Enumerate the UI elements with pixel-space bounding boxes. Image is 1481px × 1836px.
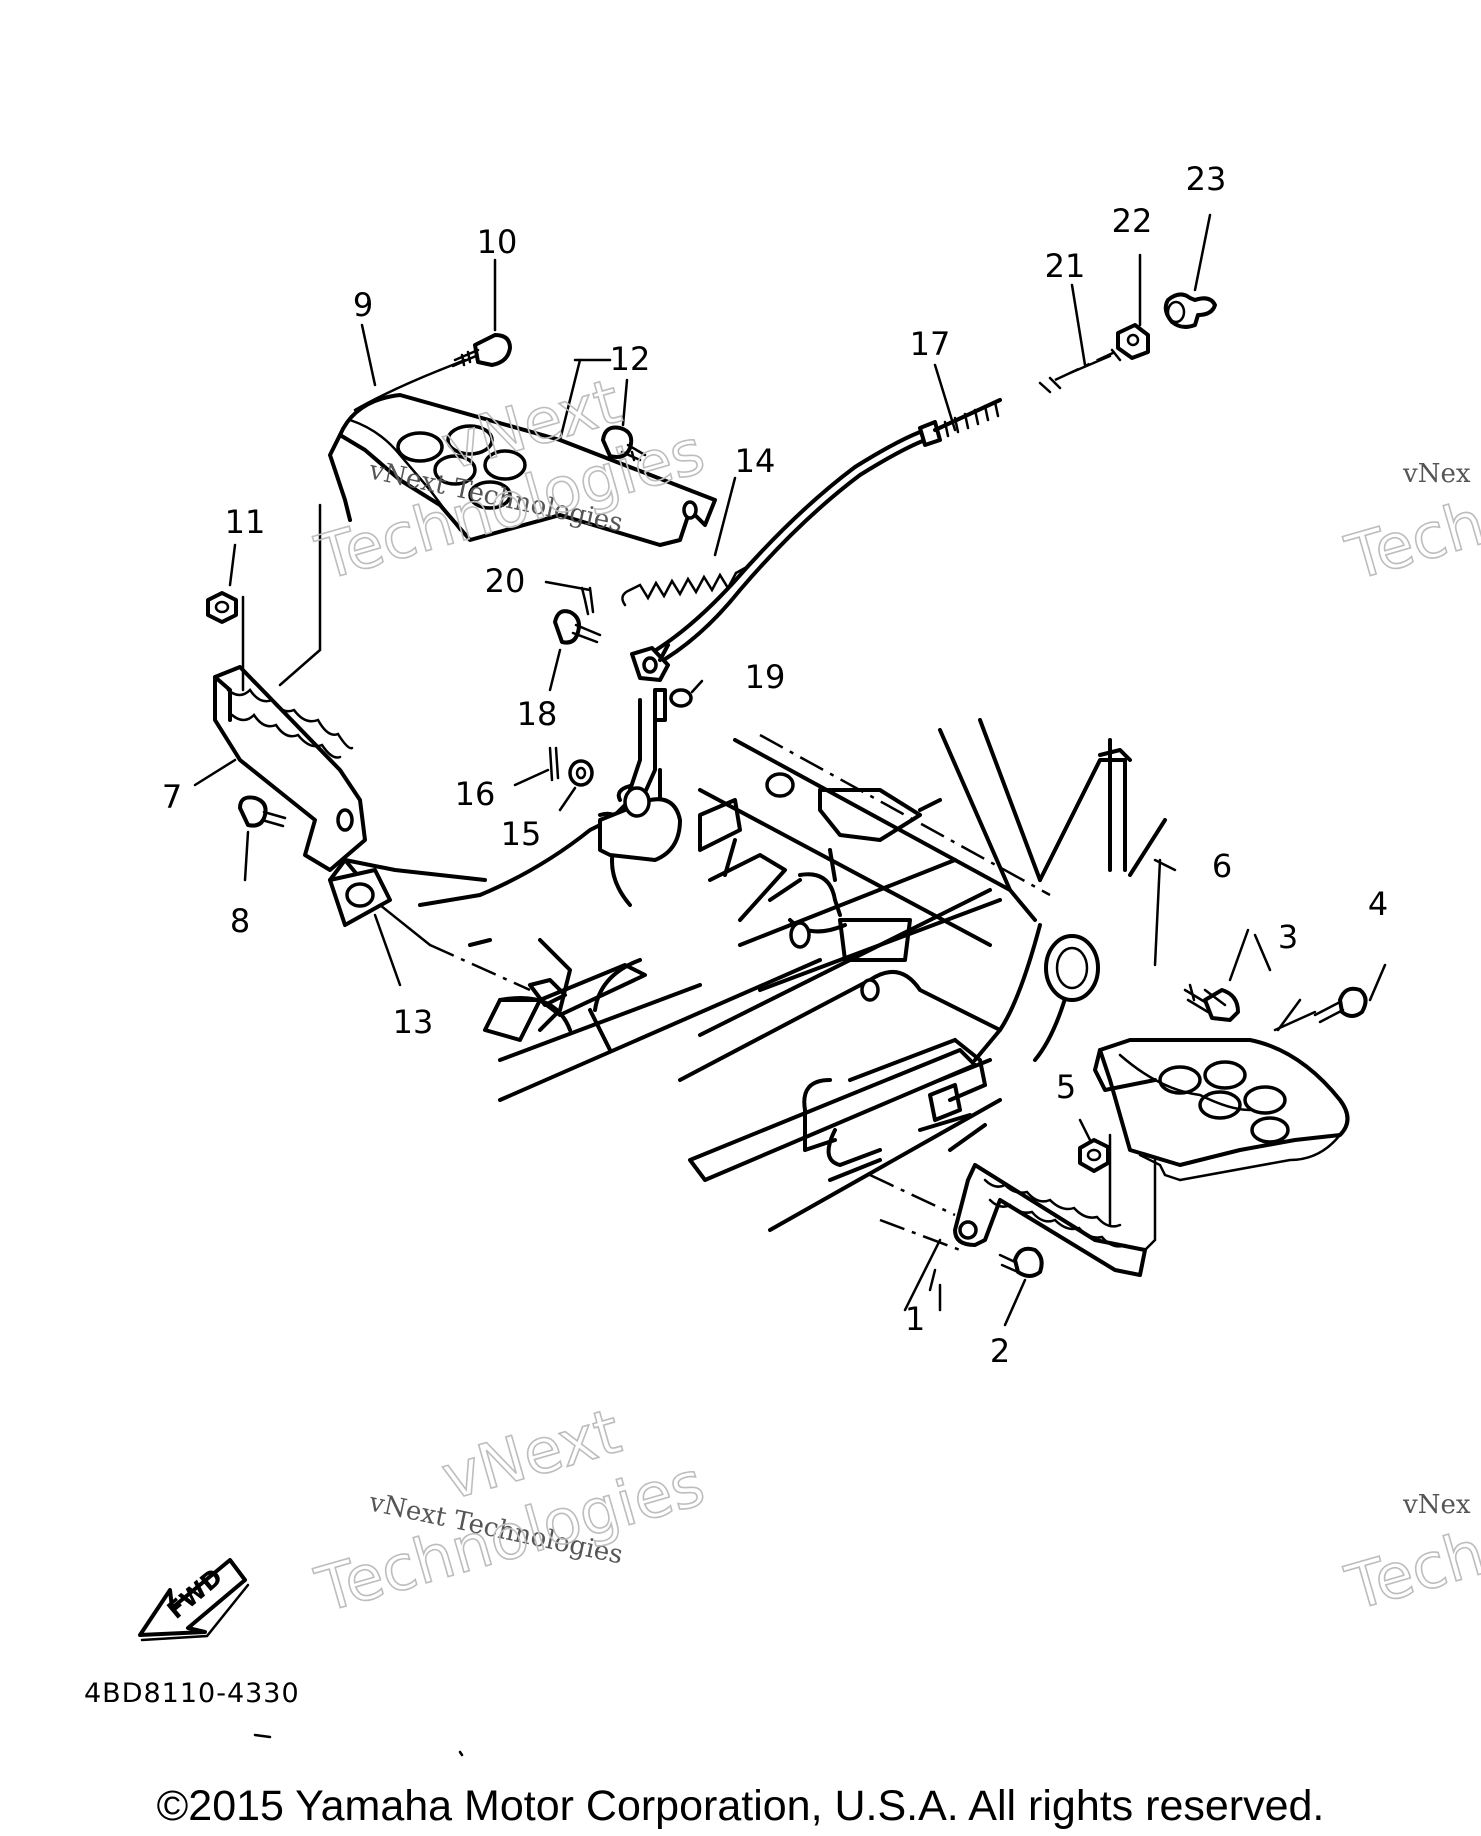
- callout-17: 17: [910, 325, 951, 363]
- callout-8: 8: [230, 902, 250, 940]
- watermarks: vNext Technologies vNext Technologies vN…: [307, 364, 1481, 1628]
- frame-drawing: [498, 718, 1167, 1252]
- callout-20: 20: [485, 562, 526, 600]
- callout-22: 22: [1112, 202, 1153, 240]
- callout-15: 15: [501, 815, 542, 853]
- callout-2: 2: [990, 1332, 1010, 1370]
- leader-lines: [193, 213, 1387, 1327]
- spring: [621, 566, 747, 607]
- copyright-notice: ©2015 Yamaha Motor Corporation, U.S.A. A…: [156, 1782, 1325, 1830]
- watermark-edge-outline: Tech: [1338, 486, 1481, 595]
- callout-3: 3: [1278, 918, 1298, 956]
- watermark-edge-outline: Tech: [1338, 1516, 1481, 1625]
- right-guard: [1093, 1038, 1350, 1182]
- callout-7: 7: [162, 778, 182, 816]
- callout-1: 1: [905, 1300, 925, 1338]
- callout-6: 6: [1212, 847, 1232, 885]
- callout-4: 4: [1368, 885, 1388, 923]
- brake-cable: [630, 398, 1002, 682]
- watermark-edge-text: vNex: [1402, 1490, 1471, 1520]
- callout-10: 10: [477, 223, 518, 261]
- brake-assembly: [328, 688, 682, 1042]
- callout-19: 19: [745, 658, 786, 696]
- callout-18: 18: [517, 695, 558, 733]
- callout-16: 16: [455, 775, 496, 813]
- callout-14: 14: [735, 442, 776, 480]
- watermark-edge-text: vNex: [1402, 459, 1471, 489]
- hardware: [206, 292, 1368, 1278]
- callout-9: 9: [353, 286, 373, 324]
- callout-12: 12: [610, 340, 651, 378]
- fwd-arrow: FWD: [138, 1558, 250, 1642]
- callout-11: 11: [225, 503, 266, 541]
- callout-21: 21: [1045, 247, 1086, 285]
- callout-13: 13: [393, 1003, 434, 1041]
- drawing-code: 4BD8110-4330: [84, 1678, 300, 1709]
- left-footrest: [213, 665, 367, 872]
- left-guard: [328, 358, 717, 547]
- right-footrest: [953, 1123, 1157, 1277]
- callout-23: 23: [1186, 160, 1227, 198]
- callout-5: 5: [1056, 1068, 1076, 1106]
- callout-labels: 1 2 3 4 5 6 7 8 9 10 11 12 13 14 15 16 1…: [162, 160, 1388, 1370]
